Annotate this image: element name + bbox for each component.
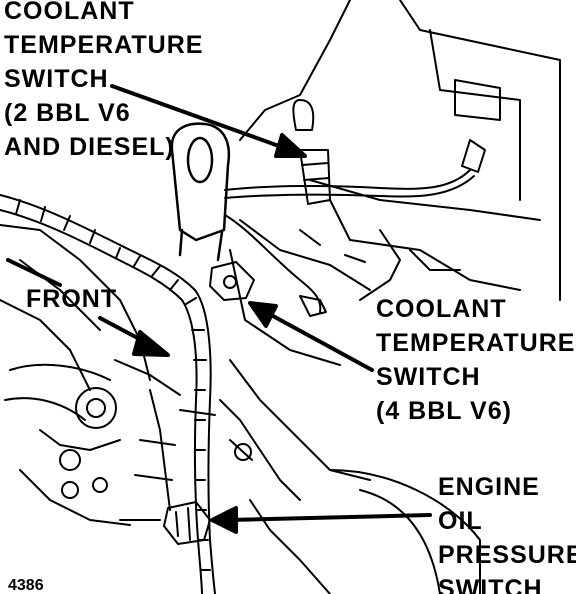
label-line: FRONT	[26, 285, 118, 313]
label-line: SWITCH	[4, 65, 109, 93]
lifting-bracket	[170, 122, 231, 262]
label-line: PRESSURE	[438, 541, 576, 569]
label-line: AND DIESEL)	[4, 133, 175, 161]
label-line: COOLANT	[4, 0, 135, 25]
label-front: FRONT	[26, 282, 117, 316]
label-coolant-switch-4bbl: COOLANT TEMPERATURE SWITCH (4 BBL V6)	[376, 292, 575, 428]
label-line: TEMPERATURE	[4, 31, 204, 59]
label-line: (4 BBL V6)	[376, 397, 512, 425]
label-line: COOLANT	[376, 295, 507, 323]
sensor-wires	[224, 139, 486, 317]
figure-code: 4386	[8, 577, 44, 594]
coolant-switch-4bbl	[209, 261, 255, 301]
oil-pressure-switch	[163, 501, 211, 545]
label-line: (2 BBL V6	[4, 99, 131, 127]
label-line: TEMPERATURE	[376, 329, 576, 357]
label-line: SWITCH	[438, 575, 543, 594]
arrow-front	[6, 258, 170, 357]
label-line: SWITCH	[376, 363, 481, 391]
label-line: OIL	[438, 507, 483, 535]
label-oil-pressure-switch: ENGINE OIL PRESSURE SWITCH	[438, 470, 576, 594]
arrow-coolant-2bbl	[110, 84, 307, 158]
arrow-coolant-4bbl	[248, 301, 374, 372]
engine-outline-upper	[229, 0, 561, 366]
label-line: ENGINE	[438, 473, 540, 501]
wiring-harness	[0, 194, 216, 594]
label-coolant-switch-2bbl: COOLANT TEMPERATURE SWITCH (2 BBL V6 AND…	[4, 0, 203, 164]
coolant-switch-2bbl	[292, 99, 331, 205]
arrow-oil-pressure	[210, 506, 432, 534]
